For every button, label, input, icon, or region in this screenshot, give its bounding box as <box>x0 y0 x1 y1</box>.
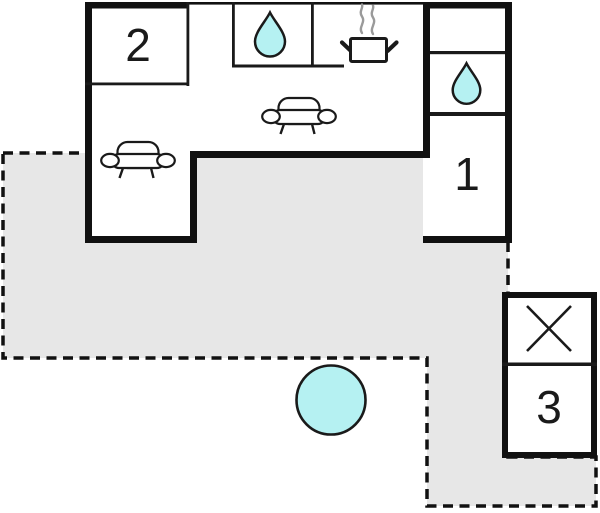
interior-partitions <box>85 2 505 116</box>
wall-left <box>85 2 92 243</box>
hot-tub-circle-icon <box>295 364 367 436</box>
wall-bottom-left-wing <box>85 236 197 243</box>
wall-top-left <box>85 2 189 9</box>
wall-column-left <box>423 2 430 158</box>
room-1-label: 1 <box>454 148 480 200</box>
partition-counter <box>232 64 344 68</box>
steam-icon <box>359 3 376 36</box>
wall-top-right <box>423 2 512 9</box>
partition-column-1 <box>430 51 505 55</box>
annex-outline <box>502 292 597 458</box>
partition-column-2 <box>430 112 505 116</box>
wall-right <box>505 2 512 243</box>
room-2-label: 2 <box>125 19 151 71</box>
annex-building <box>502 292 597 458</box>
cooking-pot-icon <box>339 37 399 63</box>
room-3-label: 3 <box>536 381 562 433</box>
annex-divider <box>502 362 597 366</box>
partition-room2-bottom <box>85 82 189 86</box>
window-line <box>185 2 425 5</box>
partition-room2-right <box>186 2 190 86</box>
partition-bath-right <box>311 2 314 66</box>
wall-middle-horizontal <box>190 151 430 158</box>
wall-bottom-right-wing <box>423 236 512 243</box>
partition-bath-left <box>232 2 235 66</box>
wall-living-right <box>190 151 197 243</box>
house-walls <box>85 2 512 243</box>
x-mark-icon <box>526 305 572 352</box>
